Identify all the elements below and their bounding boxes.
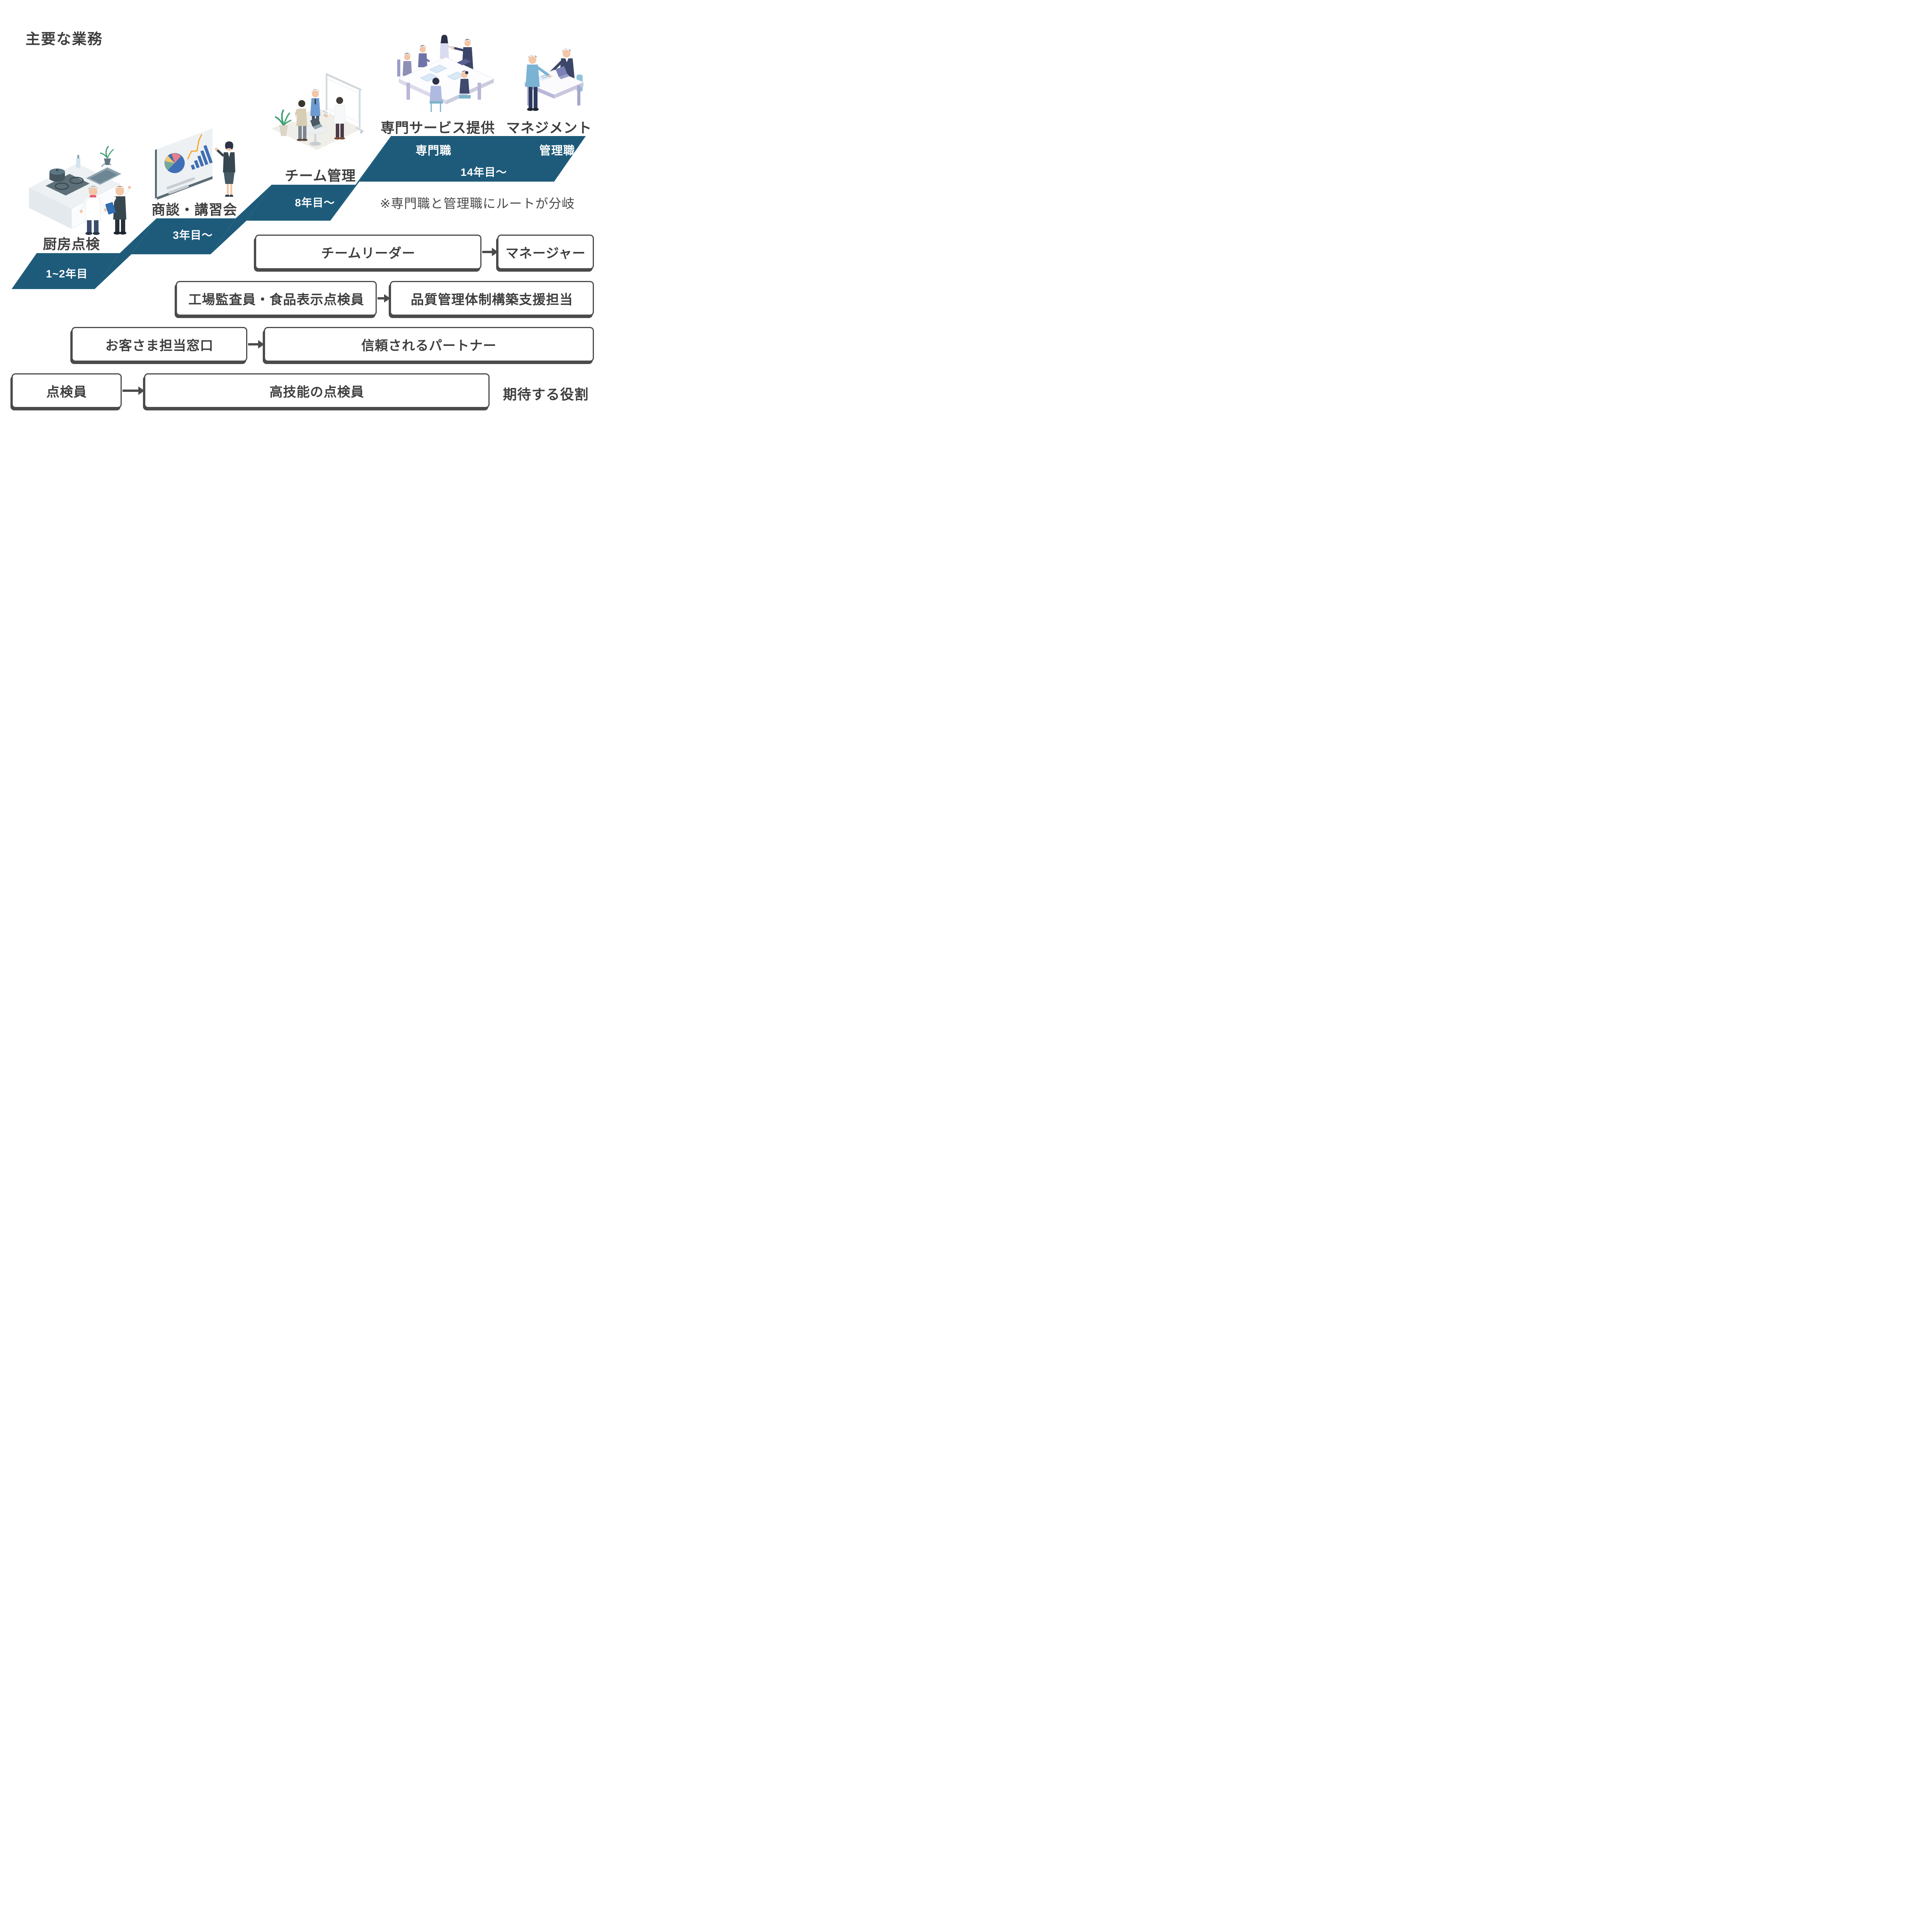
flow-box-customer-contact: お客さま担当窓口: [71, 327, 247, 362]
career-step-ribbon: [12, 136, 586, 289]
step-years-2: 3年目〜: [173, 229, 213, 241]
bar-chart-icon: [187, 134, 213, 170]
flow-box-label: お客さま担当窓口: [105, 338, 214, 353]
foreground-figures: [430, 70, 471, 112]
beige-vest-figure: [290, 100, 308, 141]
step-track-manager: 管理職: [539, 145, 575, 157]
expected-role-label: 期待する役割: [503, 386, 589, 402]
flow-box-trusted-partner: 信頼されるパートナー: [264, 327, 594, 362]
seated-figures: [397, 35, 454, 77]
route-split-note: ※専門職と管理職にルートが分岐: [380, 196, 575, 211]
flow-box-team-leader: チームリーダー: [255, 235, 481, 269]
step-label-kitchen: 厨房点検: [43, 236, 100, 252]
conference-table-icon: [398, 57, 495, 104]
kitchen-inspection-illustration: [29, 146, 131, 235]
page-title: 主要な業務: [26, 31, 103, 48]
whiteboard-icon: [157, 128, 213, 197]
flow-box-label: チームリーダー: [321, 246, 415, 261]
flow-arrow: [122, 390, 139, 392]
white-shirt-figure: [325, 97, 346, 140]
step-track-specialist: 専門職: [415, 145, 452, 157]
inspector-figure: [105, 185, 131, 235]
laptop-icon: [556, 66, 567, 77]
presenter-figure: [215, 141, 235, 197]
flow-box-label: 信頼されるパートナー: [361, 338, 497, 353]
flow-box-label: 品質管理体制構築支援担当: [411, 292, 573, 307]
management-desk-illustration: [524, 48, 584, 111]
step-label-sales: 商談・講習会: [151, 202, 237, 218]
flow-arrow: [248, 343, 259, 345]
plant-icon: [104, 158, 111, 165]
conference-illustration: [397, 35, 495, 112]
flow-arrow: [378, 297, 384, 299]
flow-box-label: 高技能の点検員: [269, 385, 364, 400]
presentation-illustration: [155, 128, 235, 200]
flow-box-label: 工場監査員・食品表示点検員: [188, 292, 364, 307]
chef-figure: [80, 186, 107, 235]
flow-box-quality-support: 品質管理体制構築支援担当: [390, 281, 594, 316]
employee-figure: [526, 54, 551, 111]
folder-icon: [457, 59, 471, 65]
flow-box-inspector: 点検員: [12, 373, 122, 408]
flow-arrow: [482, 251, 492, 253]
step-years-3: 8年目〜: [295, 197, 335, 209]
step-label-expert-service: 専門サービス提供: [380, 120, 495, 136]
pie-chart-icon: [165, 153, 185, 173]
step-label-management: マネジメント: [506, 120, 592, 136]
flow-box-label: マネージャー: [505, 246, 586, 261]
flow-box-factory-auditor: 工場監査員・食品表示点検員: [176, 281, 377, 316]
flow-box-manager: マネージャー: [497, 235, 594, 269]
document-icon: [429, 65, 447, 73]
step-years-1: 1~2年目: [46, 268, 88, 280]
step-label-team: チーム管理: [285, 168, 356, 184]
laptop-icon: [310, 117, 320, 127]
bottle-icon: [76, 158, 80, 168]
flow-box-label: 点検員: [46, 385, 87, 400]
team-meeting-illustration: [272, 73, 364, 150]
step-years-4: 14年目〜: [460, 166, 507, 178]
flow-box-skilled-inspector: 高技能の点検員: [144, 373, 490, 408]
document-icon: [420, 73, 438, 82]
career-path-diagram: 主要な業務: [0, 0, 597, 422]
clipboard-icon: [105, 202, 116, 214]
